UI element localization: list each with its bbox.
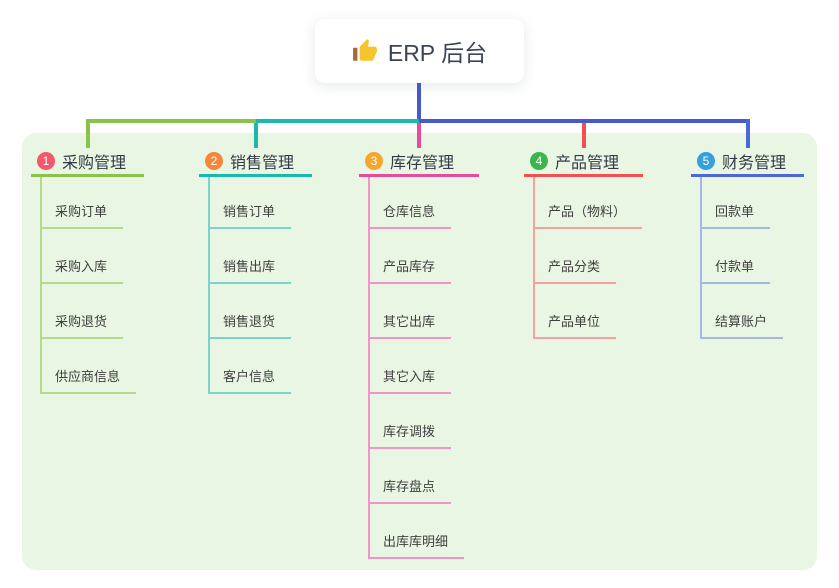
child-node[interactable]: 库存调拨 bbox=[370, 394, 452, 449]
branch-label: 财务管理 bbox=[722, 154, 787, 172]
child-node[interactable]: 付款单 bbox=[702, 229, 771, 284]
branch-badge: 3 bbox=[365, 151, 383, 170]
branch-badge: 2 bbox=[205, 151, 223, 170]
branch-inventory: 3 库存管理 仓库信息 产品库存 其它出库 其它入库 库存调拨 库存盘点 出库库… bbox=[359, 147, 479, 559]
child-node[interactable]: 销售订单 bbox=[210, 177, 292, 229]
branch-label: 采购管理 bbox=[62, 154, 127, 172]
child-node[interactable]: 客户信息 bbox=[210, 339, 292, 394]
connector-bus-green bbox=[86, 119, 256, 123]
root-label: ERP 后台 bbox=[387, 40, 488, 66]
branch-label: 销售管理 bbox=[230, 154, 295, 172]
child-node[interactable]: 销售退货 bbox=[210, 284, 292, 339]
branch-node-inventory[interactable]: 3 库存管理 bbox=[359, 147, 479, 177]
root-node[interactable]: ERP 后台 bbox=[315, 19, 524, 83]
connector-drop-finance bbox=[746, 119, 750, 148]
child-node[interactable]: 销售出库 bbox=[210, 229, 292, 284]
branch-sales: 2 销售管理 销售订单 销售出库 销售退货 客户信息 bbox=[199, 147, 312, 394]
child-node[interactable]: 回款单 bbox=[702, 177, 771, 229]
child-node[interactable]: 产品分类 bbox=[535, 229, 617, 284]
branch-children: 回款单 付款单 结算账户 bbox=[700, 177, 804, 339]
branch-badge: 4 bbox=[530, 151, 548, 170]
branch-badge: 1 bbox=[37, 151, 55, 170]
thumbs-up-icon bbox=[352, 39, 377, 61]
branch-product: 4 产品管理 产品（物料） 产品分类 产品单位 bbox=[524, 147, 643, 339]
connector-drop-inventory bbox=[417, 123, 421, 148]
child-node[interactable]: 产品库存 bbox=[370, 229, 452, 284]
child-node[interactable]: 采购入库 bbox=[42, 229, 124, 284]
child-node[interactable]: 出库库明细 bbox=[370, 504, 465, 559]
branch-badge: 5 bbox=[697, 151, 715, 170]
child-node[interactable]: 库存盘点 bbox=[370, 449, 452, 504]
child-node[interactable]: 采购订单 bbox=[42, 177, 124, 229]
branch-node-purchase[interactable]: 1 采购管理 bbox=[31, 147, 144, 177]
branch-label: 库存管理 bbox=[390, 154, 455, 172]
child-node[interactable]: 仓库信息 bbox=[370, 177, 452, 229]
branch-node-product[interactable]: 4 产品管理 bbox=[524, 147, 643, 177]
connector-drop-sales bbox=[254, 123, 258, 148]
child-node[interactable]: 其它出库 bbox=[370, 284, 452, 339]
child-node[interactable]: 采购退货 bbox=[42, 284, 124, 339]
child-node[interactable]: 供应商信息 bbox=[42, 339, 137, 394]
connector-drop-product bbox=[582, 123, 586, 148]
branch-finance: 5 财务管理 回款单 付款单 结算账户 bbox=[691, 147, 804, 339]
branch-children: 产品（物料） 产品分类 产品单位 bbox=[533, 177, 643, 339]
child-node[interactable]: 其它入库 bbox=[370, 339, 452, 394]
branch-label: 产品管理 bbox=[555, 154, 620, 172]
branch-children: 销售订单 销售出库 销售退货 客户信息 bbox=[208, 177, 312, 394]
branch-node-finance[interactable]: 5 财务管理 bbox=[691, 147, 804, 177]
branch-children: 仓库信息 产品库存 其它出库 其它入库 库存调拨 库存盘点 出库库明细 bbox=[368, 177, 479, 559]
connector-drop-purchase bbox=[86, 119, 90, 148]
connector-bus-teal bbox=[256, 119, 419, 123]
child-node[interactable]: 结算账户 bbox=[702, 284, 784, 339]
child-node[interactable]: 产品（物料） bbox=[535, 177, 643, 229]
connector-bus-blue bbox=[419, 119, 750, 123]
branch-children: 采购订单 采购入库 采购退货 供应商信息 bbox=[40, 177, 144, 394]
branch-purchase: 1 采购管理 采购订单 采购入库 采购退货 供应商信息 bbox=[31, 147, 144, 394]
connector-root-stem bbox=[417, 83, 421, 121]
branch-node-sales[interactable]: 2 销售管理 bbox=[199, 147, 312, 177]
branches-panel bbox=[22, 133, 817, 570]
child-node[interactable]: 产品单位 bbox=[535, 284, 617, 339]
